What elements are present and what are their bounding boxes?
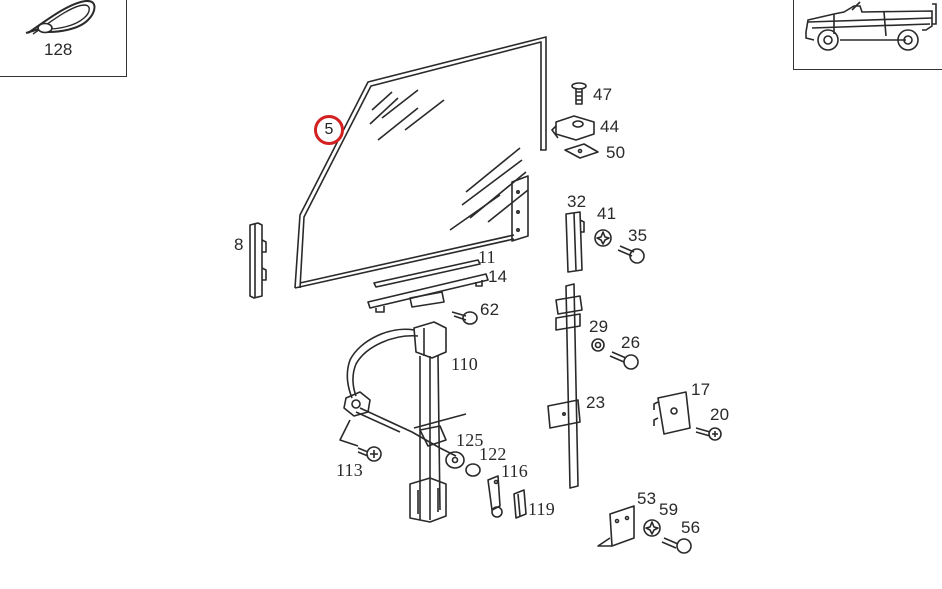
part-label-11[interactable]: 11 xyxy=(478,247,496,267)
part-label-17[interactable]: 17 xyxy=(691,380,711,399)
roller-125-part xyxy=(445,451,465,469)
window-regulator-part xyxy=(339,321,467,523)
highlighted-part-5-callout[interactable]: 5 xyxy=(314,115,344,145)
inset-cable-tie[interactable]: 128 xyxy=(0,0,127,77)
part-label-29[interactable]: 29 xyxy=(589,317,609,336)
part-label-35[interactable]: 35 xyxy=(628,226,648,245)
part-label-44[interactable]: 44 xyxy=(600,117,620,136)
part-label-53[interactable]: 53 xyxy=(637,489,657,508)
part-label-125[interactable]: 125 xyxy=(456,430,484,450)
part-label-23[interactable]: 23 xyxy=(586,393,606,412)
part-label-41[interactable]: 41 xyxy=(597,204,617,223)
bracket-53-part xyxy=(597,505,635,547)
seal-strip-part xyxy=(373,259,481,288)
nut-block-44-part xyxy=(551,115,595,141)
cover-119-part xyxy=(513,489,527,519)
part-label-26[interactable]: 26 xyxy=(621,333,641,352)
part-label-56[interactable]: 56 xyxy=(681,518,701,537)
star-washer-41-part xyxy=(594,229,612,247)
star-washer-59-part xyxy=(643,519,661,537)
screw-47-part xyxy=(571,82,587,105)
part-label-128: 128 xyxy=(44,40,73,59)
part-label-110[interactable]: 110 xyxy=(451,354,478,374)
part-label-116[interactable]: 116 xyxy=(501,461,528,481)
lower-channel-part xyxy=(367,273,489,313)
inset-vehicle[interactable] xyxy=(793,0,942,70)
screw-113-part xyxy=(357,446,382,462)
part-label-47[interactable]: 47 xyxy=(593,85,613,104)
bolt-62-part xyxy=(451,311,478,325)
washer-29-part xyxy=(591,338,605,352)
part-label-122[interactable]: 122 xyxy=(479,444,507,464)
screw-20-part xyxy=(695,427,722,441)
cap-122-part xyxy=(465,463,481,477)
part-label-59[interactable]: 59 xyxy=(659,500,679,519)
part-label-8[interactable]: 8 xyxy=(234,235,244,254)
block-17-part xyxy=(653,391,691,435)
bolt-56-part xyxy=(661,537,692,554)
channel-32-part xyxy=(565,211,585,273)
clip-plate-50-part xyxy=(564,143,599,159)
part-label-5: 5 xyxy=(324,121,334,138)
part-label-32[interactable]: 32 xyxy=(567,192,587,211)
part-label-20[interactable]: 20 xyxy=(710,405,730,424)
part-label-62[interactable]: 62 xyxy=(480,300,500,319)
guide-rail-part xyxy=(249,222,267,299)
part-label-119[interactable]: 119 xyxy=(528,499,555,519)
bolt-26-part xyxy=(609,351,639,370)
guide-rod-23-part xyxy=(547,283,583,489)
window-glass-part xyxy=(294,36,547,289)
cable-tie-clip-icon xyxy=(25,0,96,35)
convertible-vehicle-icon xyxy=(805,1,937,51)
part-label-50[interactable]: 50 xyxy=(606,143,626,162)
clip-116-part xyxy=(487,475,503,518)
bolt-35-part xyxy=(617,245,645,264)
part-label-14[interactable]: 14 xyxy=(488,267,508,286)
part-label-113[interactable]: 113 xyxy=(336,460,363,480)
